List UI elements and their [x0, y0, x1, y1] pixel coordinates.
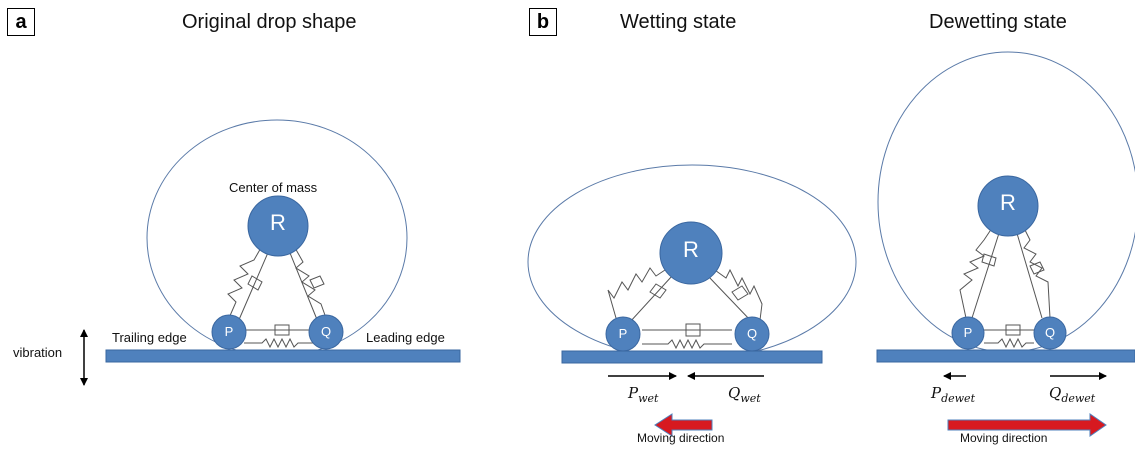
- damper-rp-a: [237, 247, 271, 323]
- node-p-dewet: [951, 316, 985, 350]
- spring-pq-wet: [642, 338, 732, 350]
- panel-label-a: a: [7, 8, 35, 36]
- spring-rp-wet: [607, 267, 669, 319]
- p-wet-label: Pwet: [628, 384, 659, 405]
- node-r-dewet-label: R: [1000, 190, 1016, 215]
- p-dewet-label: Pdewet: [931, 384, 975, 405]
- q-wet-label: Qwet: [728, 384, 761, 405]
- substrate-dewetting: [876, 349, 1135, 363]
- spring-pq-a: [244, 337, 313, 349]
- damper-pq-a: [244, 324, 313, 336]
- moving-direction-dewetting-label: Moving direction: [960, 431, 1048, 445]
- node-q-wet-label: Q: [746, 326, 758, 341]
- moving-arrow-wetting: [654, 413, 713, 437]
- node-r-dewet: [977, 175, 1039, 237]
- damper-pq-dewet: [984, 324, 1034, 336]
- damper-rp-wet: [629, 275, 673, 323]
- damper-rp-dewet: [971, 229, 1001, 319]
- panel-a-diagram: [80, 119, 461, 386]
- vibration-label: vibration: [13, 345, 63, 360]
- substrate-wetting: [561, 350, 823, 364]
- trailing-edge-label: Trailing edge: [112, 330, 187, 345]
- node-q-a: [308, 314, 344, 350]
- node-p-wet-label: P: [618, 326, 628, 341]
- moving-direction-wetting-label: Moving direction: [637, 431, 725, 445]
- leading-edge-label: Leading edge: [366, 330, 445, 345]
- damper-rq-wet: [707, 275, 753, 323]
- spring-rp-a: [227, 245, 263, 319]
- title-wetting-state: Wetting state: [620, 11, 737, 33]
- node-r-wet-label: R: [683, 237, 699, 262]
- node-q-wet: [734, 316, 770, 352]
- title-dewetting-state: Dewetting state: [929, 11, 1067, 33]
- node-r-a: [247, 195, 309, 257]
- spring-rp-dewet: [959, 227, 993, 319]
- damper-rq-a: [287, 247, 325, 323]
- damper-pq-wet: [642, 323, 732, 337]
- spring-rq-wet: [711, 267, 763, 321]
- node-r-wet: [659, 221, 723, 285]
- spring-rq-dewet: [1023, 227, 1051, 319]
- panel-b-wetting-diagram: [527, 164, 857, 437]
- spring-pq-dewet: [984, 337, 1034, 349]
- node-p-wet: [605, 316, 641, 352]
- node-p-dewet-label: P: [963, 325, 973, 340]
- substrate-a: [105, 349, 461, 363]
- node-p-a: [211, 314, 247, 350]
- node-r-a-label: R: [270, 210, 286, 235]
- panel-b-dewetting-diagram: [876, 51, 1135, 437]
- node-p-a-label: P: [224, 324, 234, 339]
- title-original-drop-shape: Original drop shape: [182, 11, 357, 33]
- spring-rq-a: [293, 245, 327, 319]
- node-q-a-label: Q: [320, 324, 332, 339]
- damper-rq-dewet: [1015, 229, 1045, 319]
- node-q-dewet-label: Q: [1044, 325, 1056, 340]
- center-of-mass-label: Center of mass: [229, 180, 318, 195]
- panel-label-b: b: [529, 8, 557, 36]
- moving-arrow-dewetting: [947, 413, 1107, 437]
- q-dewet-label: Qdewet: [1049, 384, 1096, 405]
- node-q-dewet: [1033, 316, 1067, 350]
